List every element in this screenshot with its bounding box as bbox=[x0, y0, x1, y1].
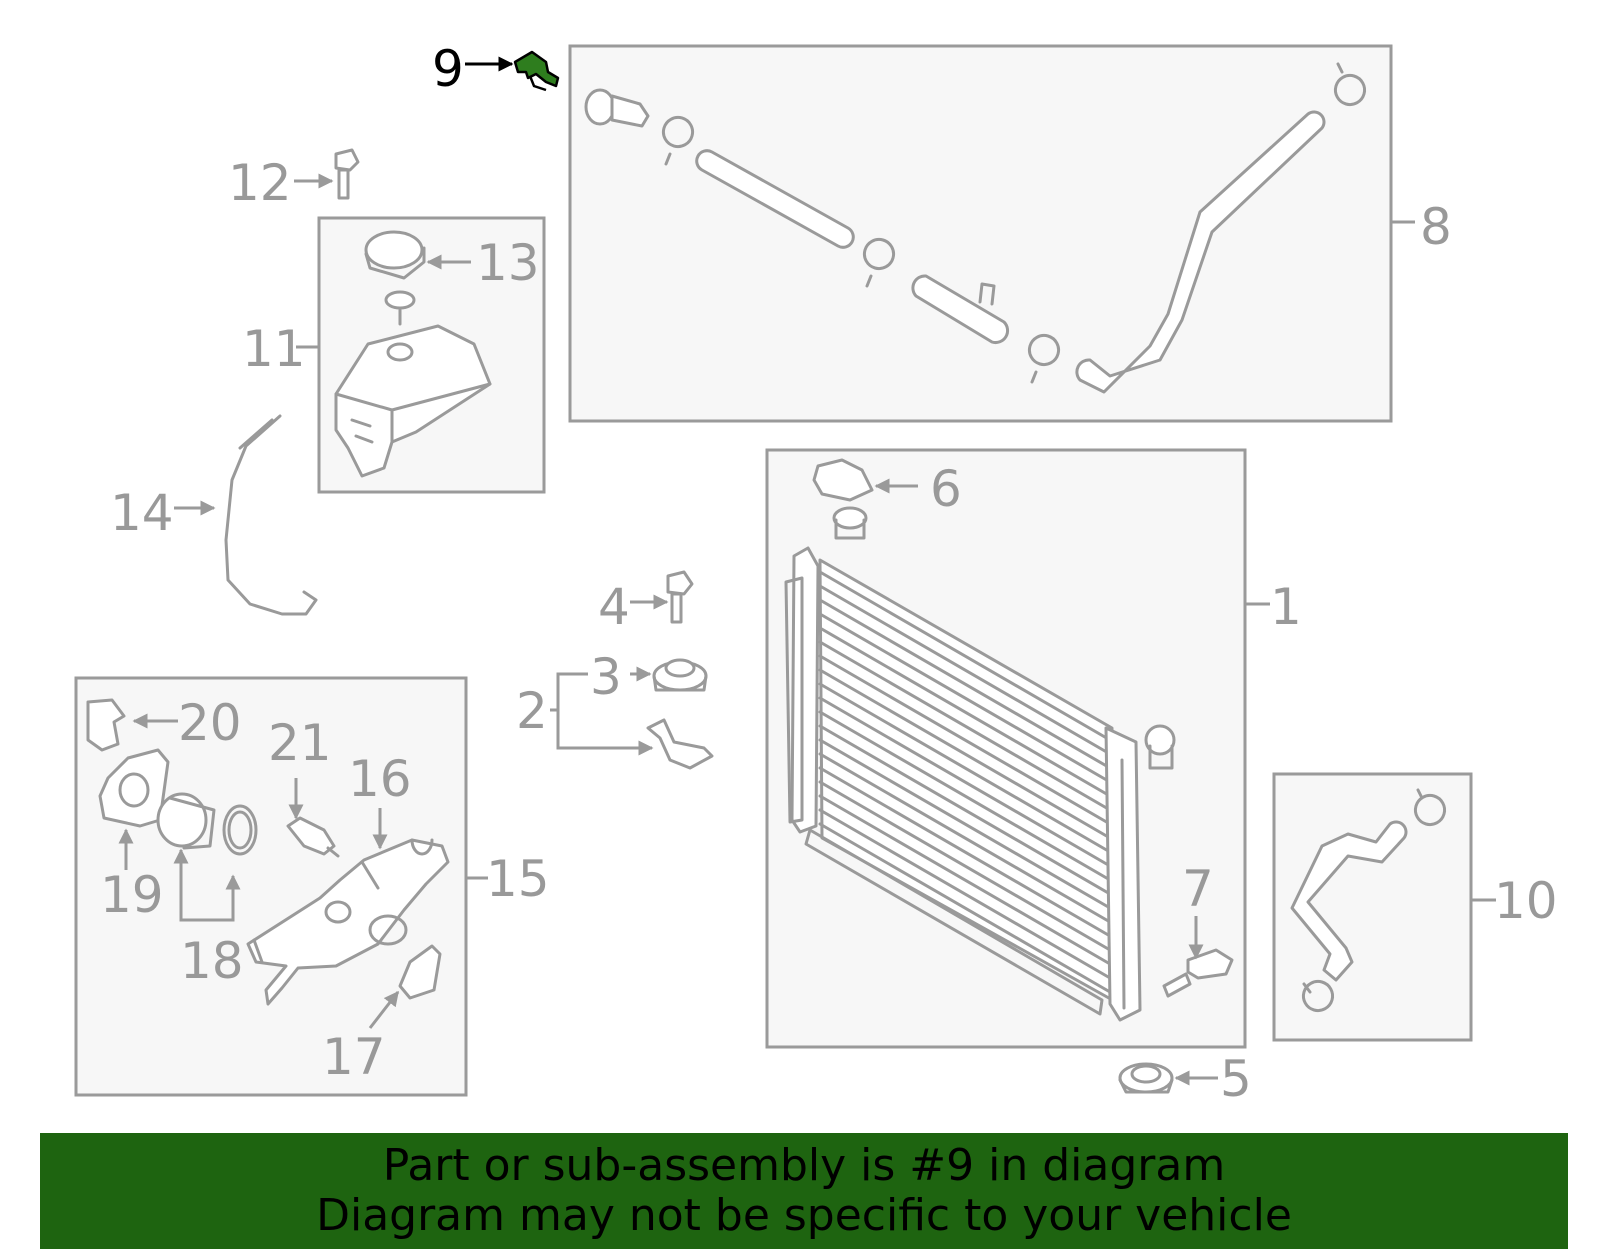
label-12: 12 bbox=[228, 154, 292, 212]
gasket-19-icon bbox=[98, 748, 170, 828]
label-6: 6 bbox=[930, 460, 962, 518]
upper-hose-assembly-icon bbox=[584, 62, 1367, 394]
label-8: 8 bbox=[1420, 198, 1452, 256]
label-14: 14 bbox=[110, 484, 174, 542]
label-4: 4 bbox=[598, 578, 630, 636]
label-7: 7 bbox=[1182, 860, 1214, 918]
bracket-20-icon bbox=[86, 698, 126, 752]
radiator-1-icon bbox=[784, 546, 1176, 1022]
label-11: 11 bbox=[242, 320, 306, 378]
gasket-17-icon bbox=[398, 944, 442, 1000]
leader-18 bbox=[179, 850, 235, 922]
thermostat-18-icon bbox=[156, 792, 258, 856]
banner-line-2: Diagram may not be specific to your vehi… bbox=[316, 1190, 1292, 1241]
leader-17 bbox=[368, 990, 400, 1029]
grommet-3-icon bbox=[652, 658, 708, 692]
label-13: 13 bbox=[476, 234, 540, 292]
part-9-icon[interactable] bbox=[513, 50, 560, 92]
banner-line-1: Part or sub-assembly is #9 in diagram bbox=[382, 1140, 1226, 1191]
label-9: 9 bbox=[432, 40, 464, 98]
bracket-2-icon bbox=[646, 718, 714, 770]
label-18: 18 bbox=[180, 932, 244, 990]
info-banner: Part or sub-assembly is #9 in diagram Di… bbox=[40, 1133, 1568, 1249]
label-19: 19 bbox=[100, 866, 164, 924]
reservoir-11-icon bbox=[334, 290, 492, 478]
grommet-5-icon bbox=[1118, 1062, 1174, 1094]
label-21: 21 bbox=[268, 714, 332, 772]
hose-14-icon bbox=[224, 414, 318, 616]
bolt-12-icon bbox=[334, 148, 360, 200]
radiator-cap-6-icon bbox=[812, 458, 874, 502]
label-3: 3 bbox=[590, 648, 622, 706]
label-1: 1 bbox=[1270, 578, 1302, 636]
box-upper-hose-group bbox=[568, 44, 1393, 423]
reservoir-cap-13-icon bbox=[364, 230, 426, 280]
bolt-4-icon bbox=[666, 570, 694, 624]
label-15: 15 bbox=[486, 850, 550, 908]
hose-14-inner bbox=[238, 418, 274, 450]
label-10: 10 bbox=[1494, 872, 1558, 930]
label-20: 20 bbox=[178, 694, 242, 752]
housing-16-icon bbox=[246, 838, 450, 1006]
label-2: 2 bbox=[516, 682, 548, 740]
label-16: 16 bbox=[348, 750, 412, 808]
filler-neck-icon bbox=[832, 506, 868, 540]
lower-hose-10-icon bbox=[1290, 788, 1447, 1013]
label-17: 17 bbox=[322, 1028, 386, 1086]
label-5: 5 bbox=[1220, 1050, 1252, 1108]
